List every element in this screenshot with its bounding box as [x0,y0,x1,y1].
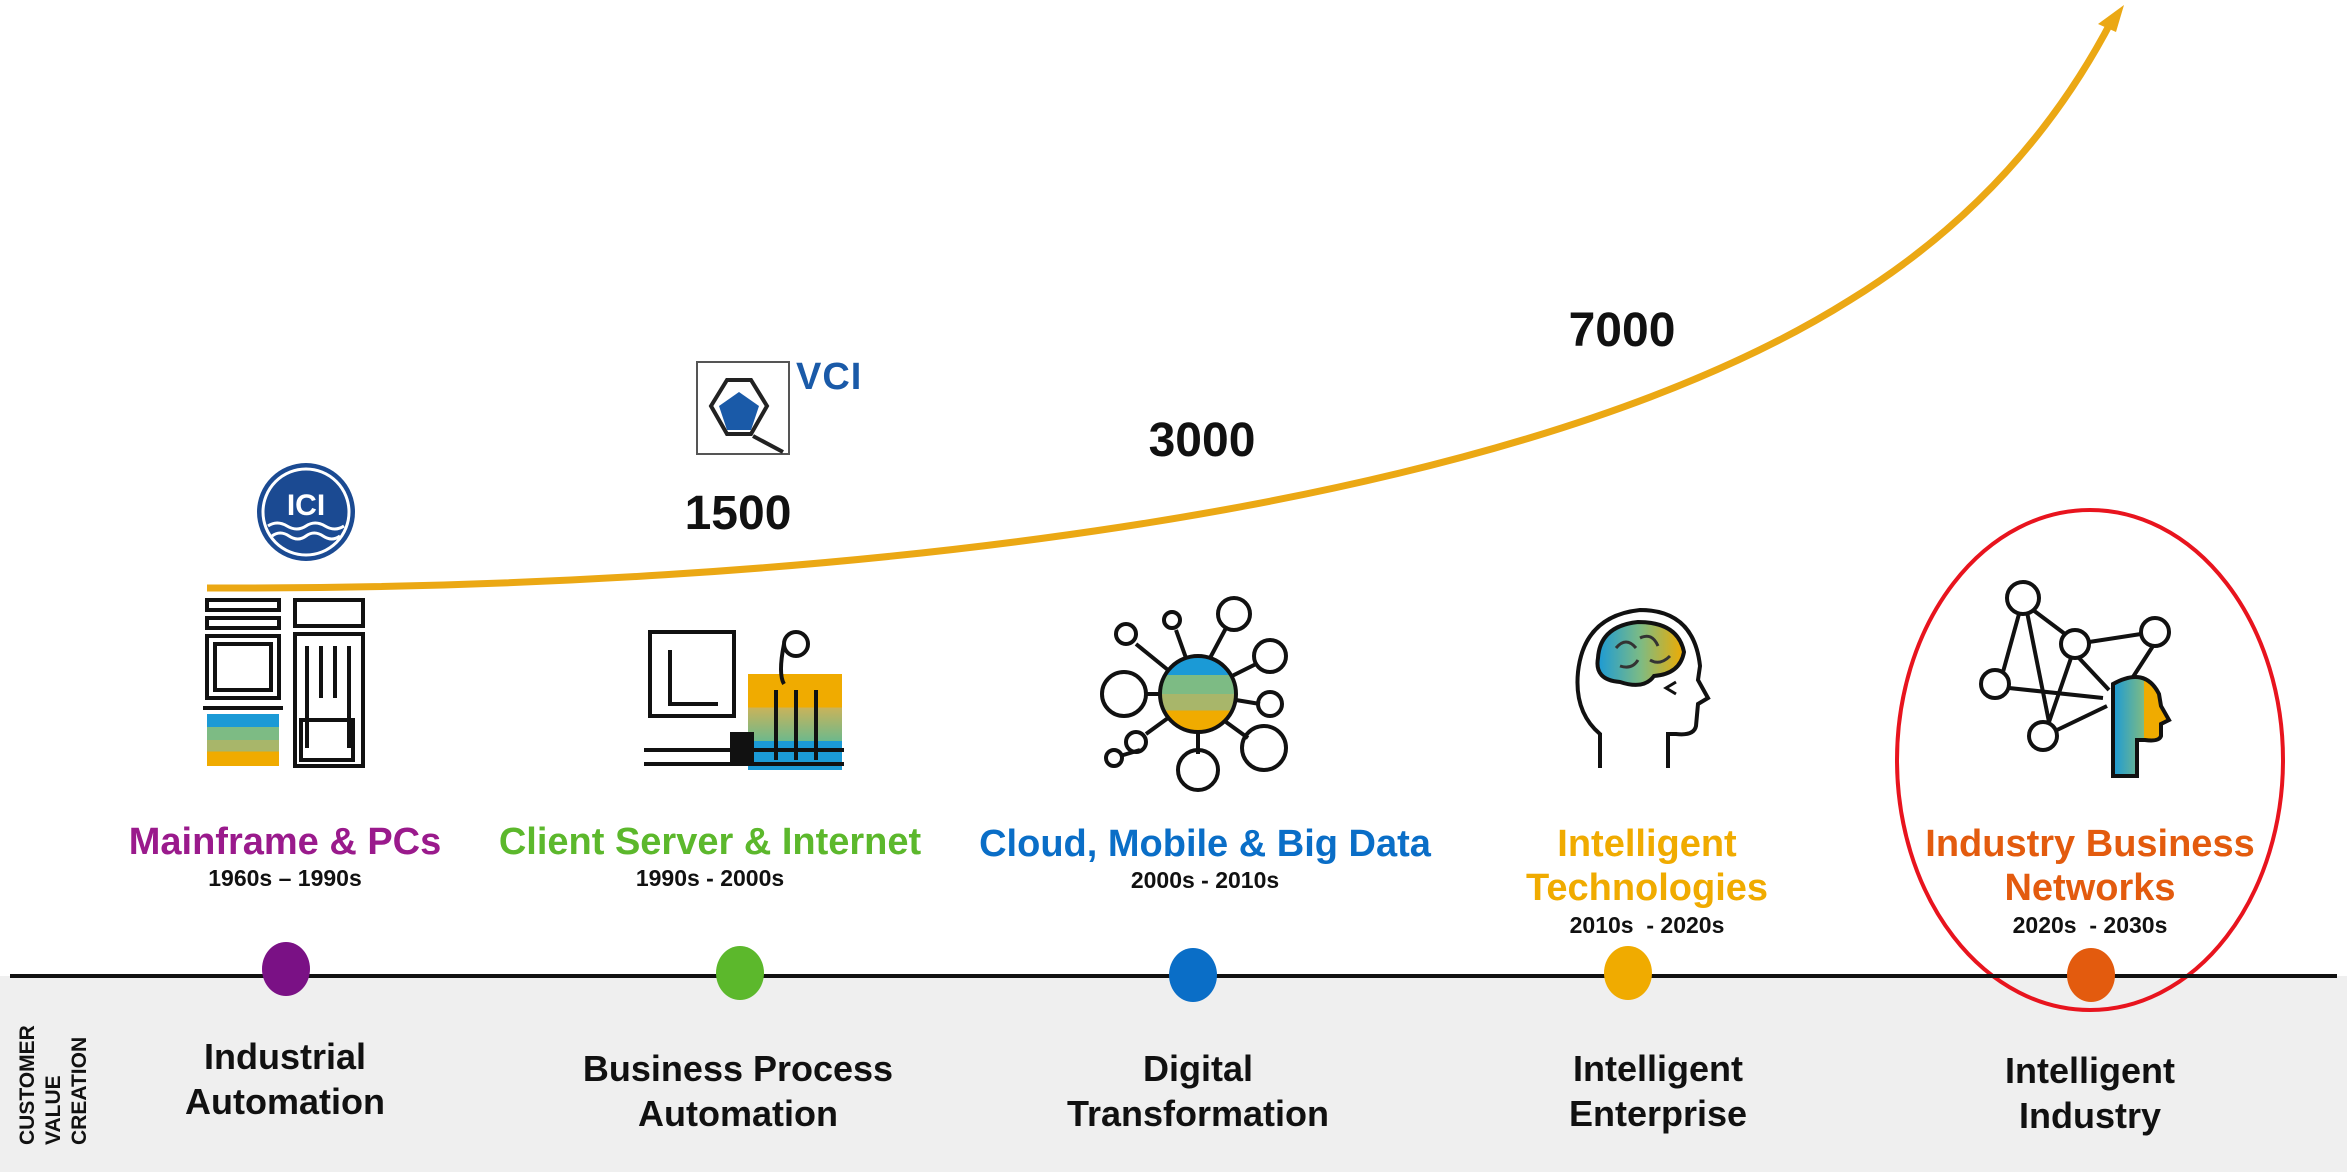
timeline-dot-cloud [1169,948,1217,1002]
customer-value-band [0,976,2347,1172]
era-title-mainframe: Mainframe & PCs [128,821,442,863]
milestone-3000: 3000 [1148,414,1256,467]
era-title-client-server: Client Server & Internet [498,821,922,863]
vci-logo-text: VCI [796,356,863,398]
value-industrial-automation: Industrial Automation [185,1036,385,1122]
growth-curve-arrowhead [2098,5,2124,32]
ici-logo [257,463,355,561]
customer-value-creation-label: CUSTOMER VALUE CREATION [16,1025,91,1145]
era-title-industry-networks: Industry Business Networks [1925,823,2255,909]
timeline-dot-industry-networks [2067,948,2115,1002]
timeline-dot-intelligent-tech [1604,946,1652,1000]
value-digital-transformation: Digital Transformation [1066,1048,1330,1134]
value-intelligent-enterprise: Intelligent Enterprise [1568,1048,1748,1134]
growth-curve [206,18,2116,592]
era-years-intelligent-tech: 2010s - 2020s [1569,912,1725,938]
highlight-circle [1895,508,2285,1012]
desk-worker-icon [644,630,844,770]
era-title-intelligent-tech: Intelligent Technologies [1525,823,1769,909]
era-years-client-server: 1990s - 2000s [635,865,785,891]
ici-logo-text: ICI [286,489,326,522]
computer-icon [203,598,365,768]
value-intelligent-industry: Intelligent Industry [2005,1050,2175,1136]
timeline-dot-mainframe [262,942,310,996]
network-hub-icon [1100,596,1288,792]
era-years-cloud: 2000s - 2010s [1130,867,1280,893]
vci-logo [696,361,790,455]
milestone-1500: 1500 [684,487,792,540]
timeline-dot-client-server [716,946,764,1000]
network-head-icon [1979,580,2172,778]
era-years-mainframe: 1960s – 1990s [208,865,362,891]
value-business-process-automation: Business Process Automation [582,1048,894,1134]
milestone-7000: 7000 [1568,304,1676,357]
brain-head-icon [1575,607,1711,768]
era-years-industry-networks: 2020s - 2030s [2012,912,2168,938]
era-title-cloud: Cloud, Mobile & Big Data [979,823,1431,865]
